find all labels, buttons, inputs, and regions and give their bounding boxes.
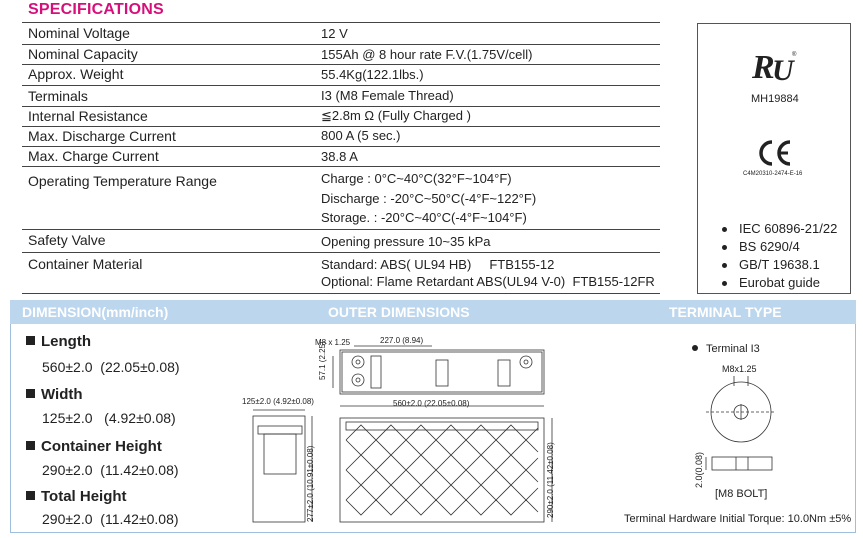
ce-mark-icon bbox=[759, 140, 791, 166]
front-height-label: 290±2.0 (11.42±0.08) bbox=[546, 442, 555, 518]
spec-value-voltage: 12 V bbox=[321, 26, 348, 41]
spec-label-resistance: Internal Resistance bbox=[28, 108, 148, 124]
spec-label-weight: Approx. Weight bbox=[28, 66, 124, 82]
length-dimension-label: 560±2.0 (22.05±0.08) bbox=[393, 399, 470, 408]
outer-dimensions-heading: OUTER DIMENSIONS bbox=[328, 304, 470, 320]
standard-item: BS 6290/4 bbox=[722, 239, 800, 254]
certification-box bbox=[697, 23, 851, 294]
svg-text:®: ® bbox=[792, 51, 797, 58]
bullet-icon bbox=[722, 263, 727, 269]
dim-label-total-height: Total Height bbox=[26, 488, 127, 505]
spec-label-charge: Max. Charge Current bbox=[28, 148, 159, 164]
spec-label-valve: Safety Valve bbox=[28, 232, 106, 248]
table-rule bbox=[22, 44, 660, 45]
square-bullet-icon bbox=[26, 389, 35, 398]
svg-text:U: U bbox=[772, 54, 795, 87]
spec-value-discharge: 800 A (5 sec.) bbox=[321, 128, 401, 143]
terminal-depth-label: 2.0(0.08) bbox=[694, 451, 704, 488]
svg-text:R: R bbox=[751, 49, 775, 86]
dim-value-container-height: 290±2.0 (11.42±0.08) bbox=[42, 462, 179, 478]
spec-value-temp-discharge: Discharge : -20°C~50°C(-4°F~122°F) bbox=[321, 191, 537, 206]
bullet-icon bbox=[722, 227, 727, 233]
spec-value-valve: Opening pressure 10~35 kPa bbox=[321, 234, 491, 249]
table-rule bbox=[22, 166, 660, 167]
bullet-icon bbox=[722, 245, 727, 251]
front-view bbox=[339, 417, 553, 523]
dim-value-length: 560±2.0 (22.05±0.08) bbox=[42, 359, 180, 375]
terminal-thread-label: M8x1.25 bbox=[722, 364, 757, 374]
square-bullet-icon bbox=[26, 441, 35, 450]
spec-label-container: Container Material bbox=[28, 256, 143, 272]
top-view bbox=[332, 345, 545, 407]
standard-item: IEC 60896-21/22 bbox=[722, 221, 837, 236]
dimension-panel bbox=[10, 324, 856, 533]
spec-value-container-optional: Optional: Flame Retardant ABS(UL94 V-0) … bbox=[321, 274, 655, 289]
spec-value-temp-charge: Charge : 0°C~40°C(32°F~104°F) bbox=[321, 171, 512, 186]
standard-item: GB/T 19638.1 bbox=[722, 257, 820, 272]
bullet-icon bbox=[692, 345, 698, 351]
table-rule bbox=[22, 85, 660, 86]
terminal-drawing bbox=[705, 376, 776, 471]
spec-value-charge: 38.8 A bbox=[321, 149, 358, 164]
spec-label-capacity: Nominal Capacity bbox=[28, 46, 138, 62]
terminal-type-heading: TERMINAL TYPE bbox=[669, 304, 782, 320]
spec-label-temperature: Operating Temperature Range bbox=[28, 173, 217, 189]
top-span-label: 227.0 (8.94) bbox=[380, 336, 424, 345]
table-rule bbox=[22, 22, 660, 23]
standard-item: Eurobat guide bbox=[722, 275, 820, 290]
width-dimension-label: 125±2.0 (4.92±0.08) bbox=[242, 397, 314, 406]
dim-label-width: Width bbox=[26, 386, 83, 403]
ce-number: C4M20310-2474-E-16 bbox=[743, 171, 803, 177]
dimension-header-bar bbox=[10, 300, 856, 324]
table-rule bbox=[22, 126, 660, 127]
dim-value-width: 125±2.0 (4.92±0.08) bbox=[42, 410, 176, 426]
table-rule bbox=[22, 252, 660, 253]
spec-label-voltage: Nominal Voltage bbox=[28, 25, 130, 41]
spec-value-temp-storage: Storage. : -20°C~40°C(-4°F~104°F) bbox=[321, 210, 527, 225]
terminal-torque-note: Terminal Hardware Initial Torque: 10.0Nm… bbox=[624, 513, 852, 525]
dimension-heading: DIMENSION(mm/inch) bbox=[22, 304, 169, 320]
spec-label-discharge: Max. Discharge Current bbox=[28, 128, 176, 144]
table-rule bbox=[22, 106, 660, 107]
spec-value-terminals: I3 (M8 Female Thread) bbox=[321, 88, 454, 103]
dim-label-container-height: Container Height bbox=[26, 438, 162, 455]
table-rule bbox=[22, 146, 660, 147]
square-bullet-icon bbox=[26, 336, 35, 345]
dim-label-length: Length bbox=[26, 333, 91, 350]
terminal-name: Terminal I3 bbox=[692, 343, 760, 355]
outer-dimensions-drawing bbox=[252, 345, 553, 523]
spec-value-capacity: 155Ah @ 8 hour rate F.V.(1.75V/cell) bbox=[321, 47, 533, 62]
ul-logo-icon: R U ® bbox=[751, 49, 797, 87]
dim-value-total-height: 290±2.0 (11.42±0.08) bbox=[42, 511, 179, 527]
side-view bbox=[252, 409, 313, 523]
table-rule bbox=[22, 64, 660, 65]
spec-label-terminals: Terminals bbox=[28, 88, 88, 104]
side-height-label: 277±2.0 (10.91±0.08) bbox=[306, 445, 315, 522]
spec-value-container-standard: Standard: ABS( UL94 HB) FTB155-12 bbox=[321, 257, 555, 272]
square-bullet-icon bbox=[26, 491, 35, 500]
top-depth-label: 57.1 (2.25) bbox=[318, 341, 327, 380]
terminal-bolt-label: [M8 BOLT] bbox=[715, 488, 768, 500]
m8-thread-label: M8 x 1.25 bbox=[315, 338, 351, 347]
spec-value-weight: 55.4Kg(122.1lbs.) bbox=[321, 67, 424, 82]
table-rule bbox=[22, 229, 660, 230]
bullet-icon bbox=[722, 281, 727, 287]
table-rule bbox=[22, 293, 660, 294]
page-title: SPECIFICATIONS bbox=[28, 1, 164, 18]
ul-number: MH19884 bbox=[751, 93, 799, 105]
spec-value-resistance: ≦2.8m Ω (Fully Charged ) bbox=[321, 108, 471, 123]
